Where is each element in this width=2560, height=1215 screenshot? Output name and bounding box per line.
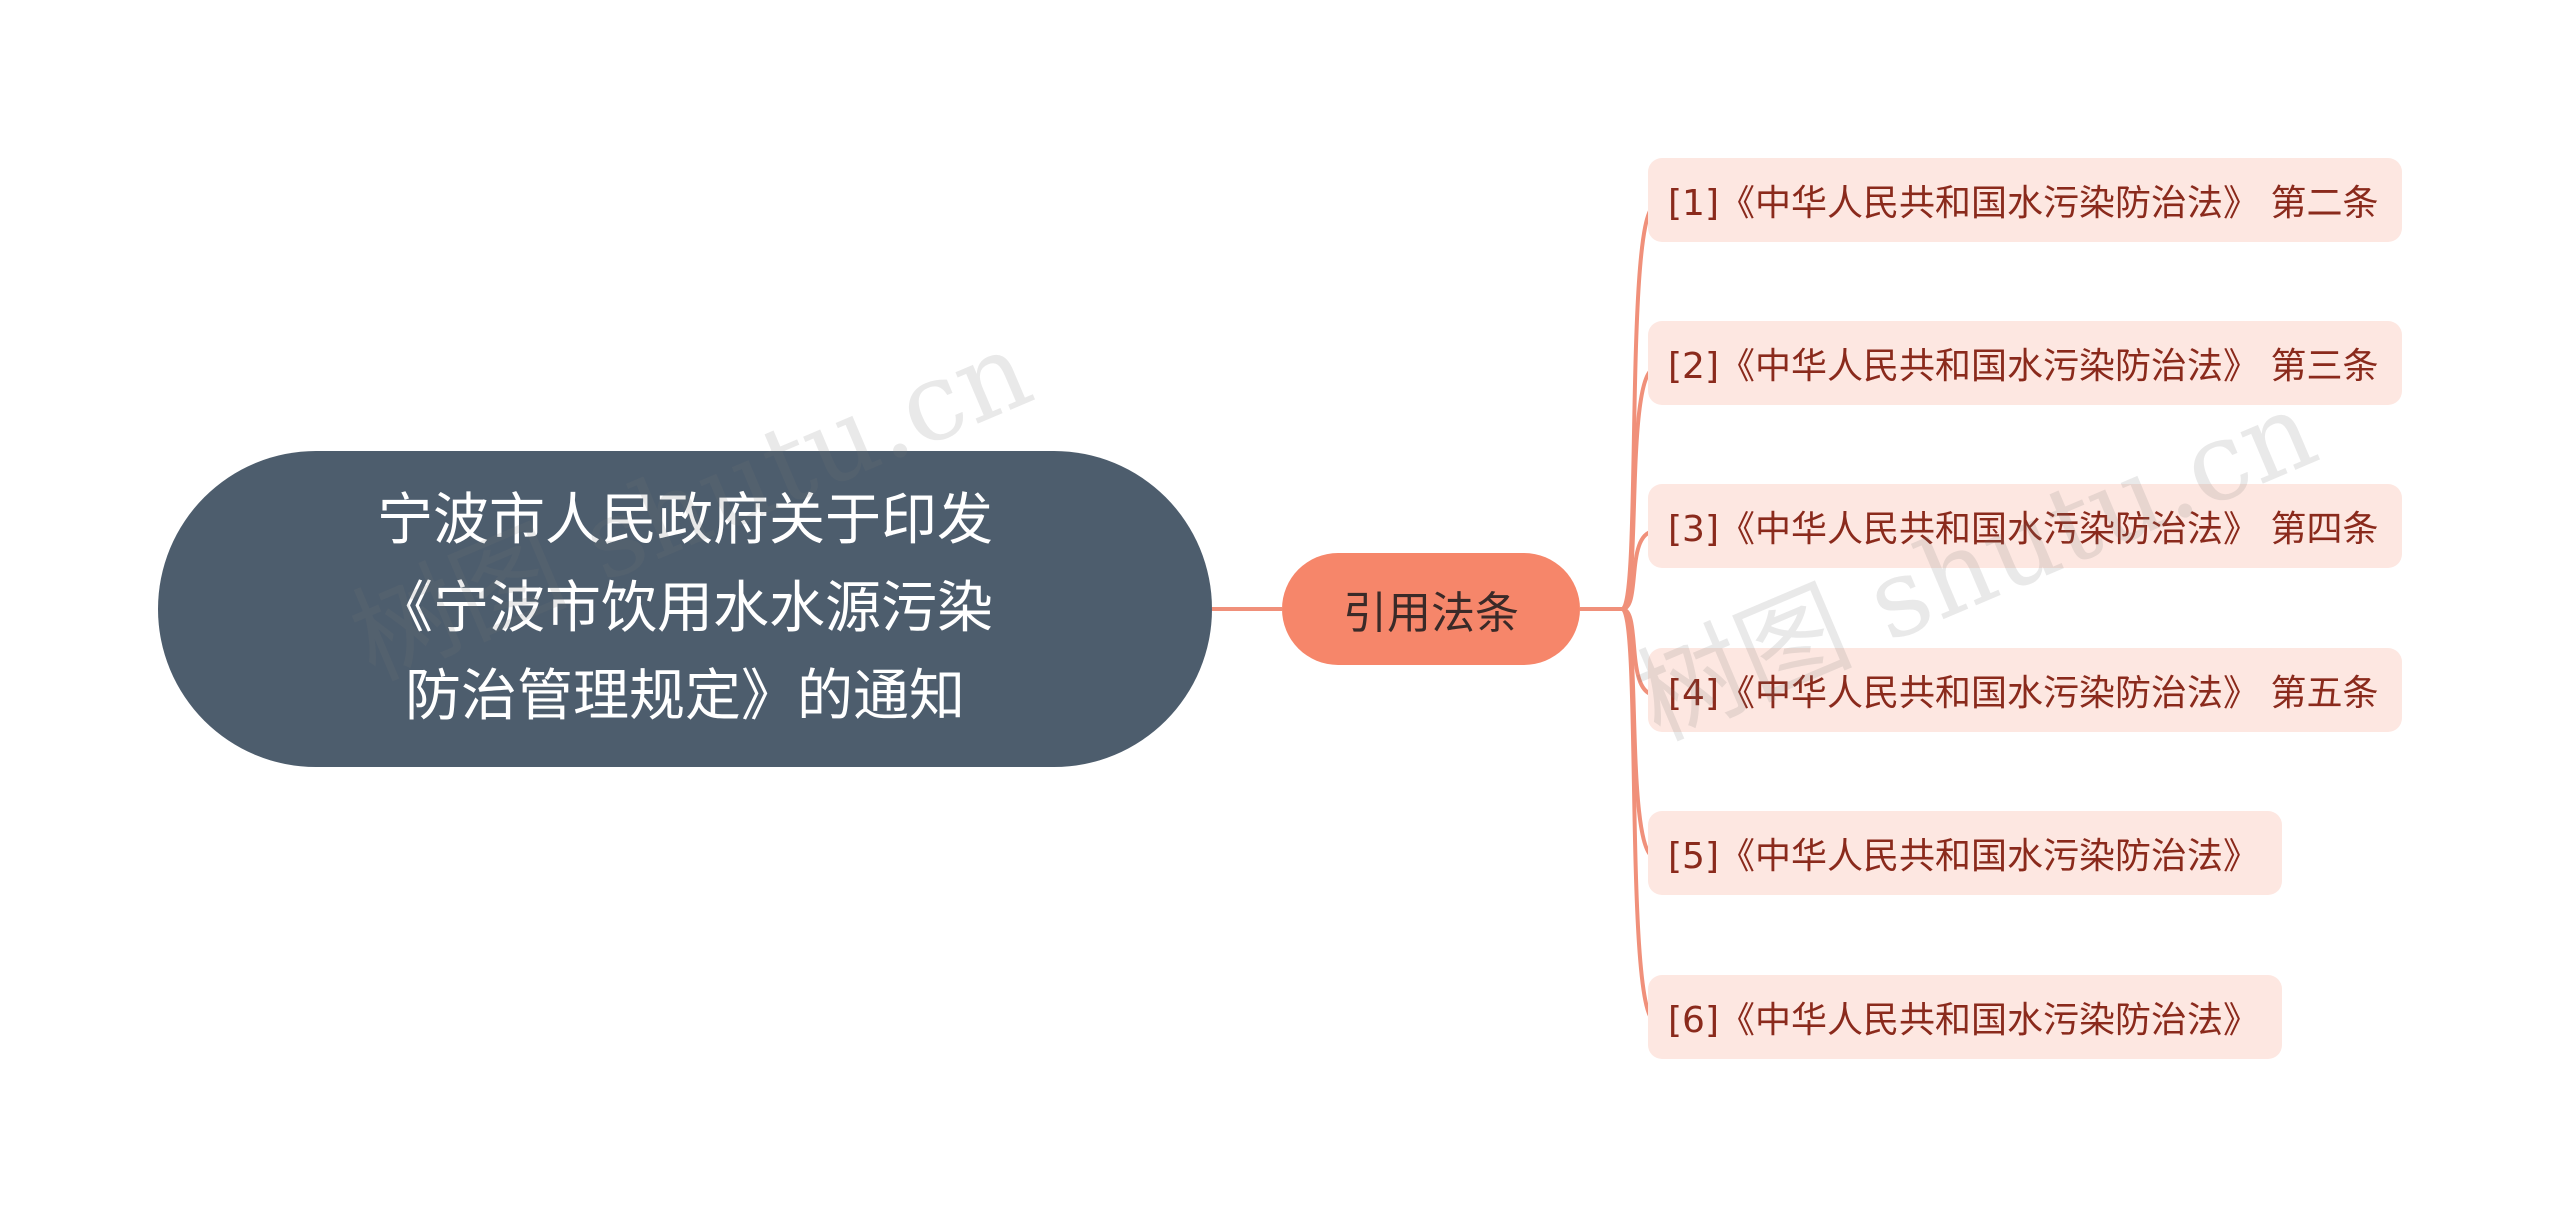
leaf-connectors xyxy=(1620,203,1657,1024)
branch-node-cited-laws[interactable]: 引用法条 xyxy=(1282,553,1580,665)
leaf-connector-3 xyxy=(1621,529,1657,611)
leaf-node-6[interactable]: [6]《中华人民共和国水污染防治法》 xyxy=(1648,975,2282,1059)
leaf-label: [5]《中华人民共和国水污染防治法》 xyxy=(1668,836,2259,877)
leaf-node-1[interactable]: [1]《中华人民共和国水污染防治法》 第二条 xyxy=(1648,158,2402,242)
leaf-connector-2 xyxy=(1620,366,1657,611)
leaf-node-5[interactable]: [5]《中华人民共和国水污染防治法》 xyxy=(1648,811,2282,895)
leaf-label: [3]《中华人民共和国水污染防治法》 第四条 xyxy=(1668,509,2379,550)
leaf-label: [2]《中华人民共和国水污染防治法》 第三条 xyxy=(1668,346,2379,387)
leaf-label: [4]《中华人民共和国水污染防治法》 第五条 xyxy=(1668,673,2379,714)
leaf-node-2[interactable]: [2]《中华人民共和国水污染防治法》 第三条 xyxy=(1648,321,2402,405)
root-topic-title: 宁波市人民政府关于印发 《宁波市饮用水水源污染 防治管理规定》的通知 xyxy=(377,488,993,729)
leaf-node-3[interactable]: [3]《中华人民共和国水污染防治法》 第四条 xyxy=(1648,484,2402,568)
leaf-label: [1]《中华人民共和国水污染防治法》 第二条 xyxy=(1668,183,2379,224)
leaf-node-4[interactable]: [4]《中华人民共和国水污染防治法》 第五条 xyxy=(1648,648,2402,732)
branch-label: 引用法条 xyxy=(1343,588,1519,639)
leaf-label: [6]《中华人民共和国水污染防治法》 xyxy=(1668,1000,2259,1041)
leaf-connector-6 xyxy=(1620,607,1657,1024)
root-topic-node[interactable]: 宁波市人民政府关于印发 《宁波市饮用水水源污染 防治管理规定》的通知 xyxy=(158,451,1212,767)
